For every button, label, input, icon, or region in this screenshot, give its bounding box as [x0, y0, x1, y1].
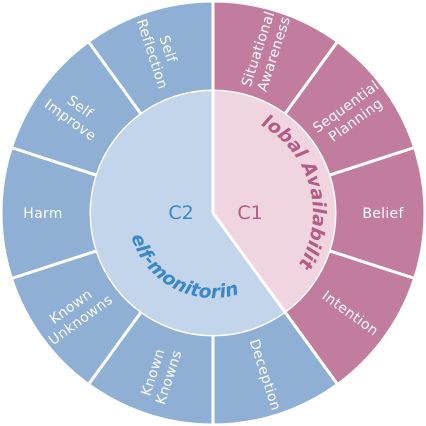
inner-sector-c1: [213, 91, 336, 312]
inner-divider-bottom: [211, 212, 286, 313]
segment-label-harm: Harm: [23, 206, 62, 222]
segment-label-belief: Belief: [362, 206, 404, 222]
segment-label-line: Harm: [23, 206, 62, 222]
c2-code-label: C2: [168, 202, 193, 224]
inner-disk: [91, 91, 336, 336]
inner-sector-c2: [91, 91, 285, 336]
segment-label-line: Belief: [362, 206, 404, 222]
c1-code-label: C1: [237, 202, 262, 224]
